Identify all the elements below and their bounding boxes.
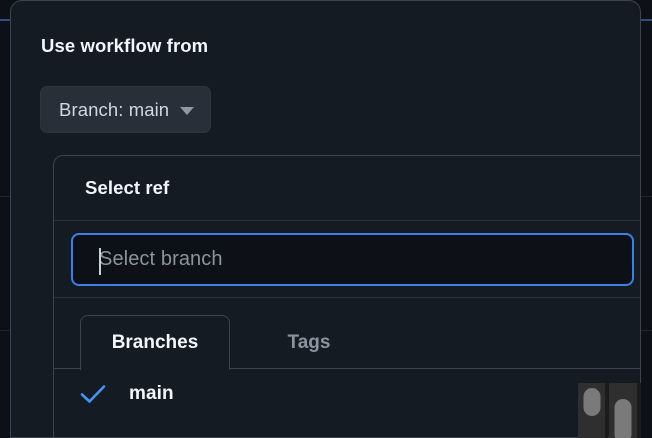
scrollbar-thumb-inner[interactable] — [614, 399, 632, 438]
select-ref-title: Select ref — [85, 177, 170, 198]
select-ref-search-row: Select branch — [54, 221, 640, 298]
branch-search-placeholder: Select branch — [99, 248, 223, 270]
branch-selector-label: Branch: main — [59, 98, 170, 120]
tab-tags-label: Tags — [287, 332, 331, 353]
chevron-down-icon — [180, 106, 195, 115]
select-ref-header: Select ref — [54, 156, 640, 221]
tab-underline — [54, 368, 640, 369]
branch-list: main — [54, 369, 640, 419]
use-workflow-dialog: Use workflow from Branch: main Select re… — [10, 0, 641, 438]
check-icon — [80, 384, 110, 404]
tab-branches[interactable]: Branches — [80, 315, 230, 370]
select-ref-panel: Select ref Select branch Branches Tags — [53, 155, 640, 437]
dialog-title: Use workflow from — [41, 35, 209, 56]
ref-tabs: Branches Tags — [54, 298, 640, 370]
scrollbar-track-edge-inner — [637, 383, 641, 438]
scrollbar-thumb-outer[interactable] — [583, 388, 600, 416]
list-item-label: main — [129, 383, 174, 404]
branch-search-input[interactable]: Select branch — [71, 233, 634, 286]
branch-selector-button[interactable]: Branch: main — [40, 86, 212, 133]
tab-tags[interactable]: Tags — [239, 315, 379, 370]
list-item[interactable]: main — [54, 369, 640, 419]
text-cursor — [99, 248, 101, 275]
scrollbar-inner[interactable] — [609, 383, 637, 438]
tab-branches-label: Branches — [111, 332, 199, 353]
scrollbar-outer[interactable] — [578, 383, 605, 438]
scrollbar-track-edge-outer — [604, 383, 608, 438]
